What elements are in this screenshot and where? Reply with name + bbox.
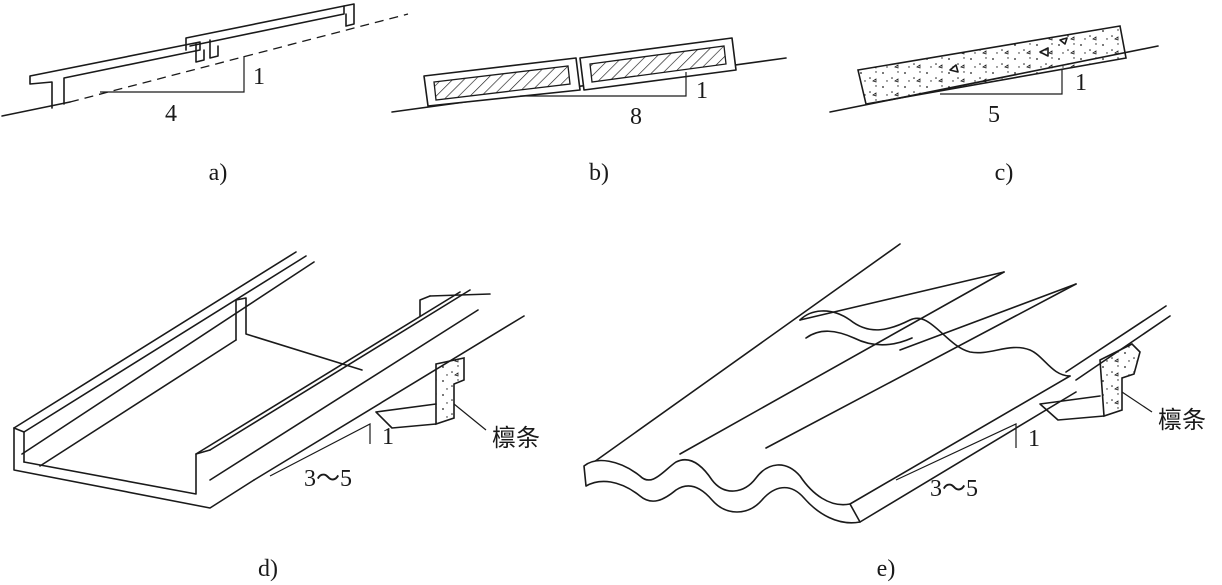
caption-b: b) (589, 160, 609, 186)
slope-rise-label-d: 1 (382, 424, 394, 450)
caption-d: d) (258, 556, 278, 582)
caption-a: a) (209, 160, 228, 186)
figure-a: 4 1 a) (1, 3, 409, 186)
slope-run-label-e: 3～5 (930, 476, 978, 502)
slope-run-label-a: 4 (165, 101, 177, 127)
figure-b: 8 1 b) (391, 37, 787, 186)
figure-d: 1 3～5 檩条 d) (13, 251, 540, 582)
slope-run-label-b: 8 (630, 104, 642, 130)
slope-run-label-c: 5 (988, 102, 1000, 128)
slope-run-label-d: 3～5 (304, 466, 352, 492)
caption-c: c) (995, 160, 1014, 186)
figure-e: 1 3～5 檩条 e) (583, 243, 1206, 582)
figure-c: 5 1 c) (829, 25, 1159, 186)
caption-e: e) (877, 556, 896, 582)
slope-rise-label-e: 1 (1028, 426, 1040, 452)
purlin-label-d: 檩条 (492, 424, 540, 452)
slope-rise-label-c: 1 (1075, 70, 1087, 96)
purlin-label-e: 檩条 (1158, 406, 1206, 434)
slope-rise-label-a: 1 (253, 64, 265, 90)
slope-rise-label-b: 1 (696, 78, 708, 104)
